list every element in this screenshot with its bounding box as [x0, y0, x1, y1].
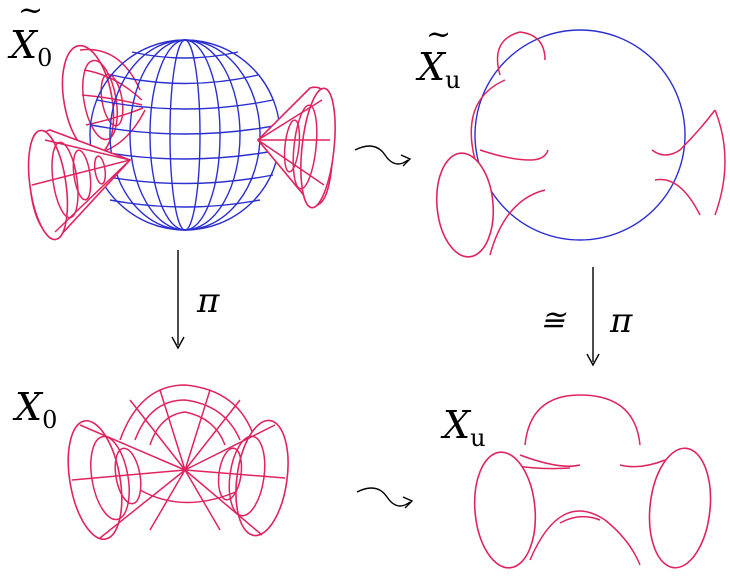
cone-lower-left — [27, 129, 132, 241]
label-x-u: Xu — [440, 403, 486, 452]
arrow-bottom-deform — [356, 487, 414, 509]
cone-right — [256, 86, 336, 209]
tube-right-u — [559, 447, 712, 569]
label-iso: ≅ — [540, 303, 567, 338]
sphere-outline — [474, 29, 686, 241]
arrow-left-vertical — [171, 250, 185, 350]
dome — [119, 384, 256, 441]
cone-right-x0 — [184, 419, 289, 537]
arrow-top-deform — [354, 145, 412, 167]
tube-right — [651, 109, 726, 216]
handle-top-left — [496, 31, 546, 76]
tube-left-u — [473, 451, 641, 569]
label-pi-left: π — [196, 281, 220, 321]
panel-x-u: Xu — [440, 394, 712, 569]
label-pi-right: π — [609, 301, 633, 341]
panel-x-tilde-0: X0 ~ — [7, 0, 336, 241]
panel-x-0: X0 — [12, 384, 289, 541]
sphere — [89, 39, 281, 231]
svg-text:~: ~ — [426, 17, 451, 52]
label-x-0: X0 — [12, 385, 57, 434]
label-x-tilde-u: Xu — [415, 45, 461, 94]
arrow-right-vertical — [586, 267, 600, 367]
label-x-tilde-0: X0 — [7, 23, 52, 72]
tilde-accent: ~ — [18, 0, 43, 28]
dome-u — [524, 394, 641, 446]
cone-left — [67, 419, 186, 541]
panel-x-tilde-u: Xu ~ — [415, 17, 726, 258]
tube-left — [435, 149, 549, 258]
